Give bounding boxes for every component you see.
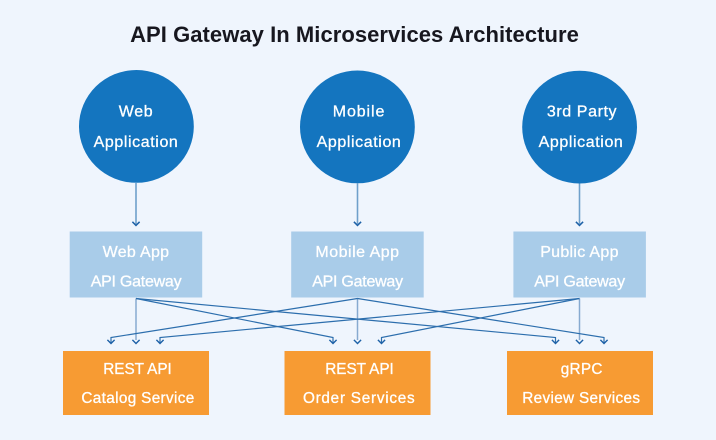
svg-text:Review Services: Review Services: [522, 390, 640, 407]
svg-text:Public App: Public App: [540, 244, 619, 261]
svg-text:Web App: Web App: [103, 244, 170, 261]
svg-text:Catalog Service: Catalog Service: [81, 390, 194, 407]
svg-text:Application: Application: [539, 134, 624, 151]
svg-text:3rd Party: 3rd Party: [547, 104, 617, 121]
svg-text:Mobile App: Mobile App: [315, 244, 399, 261]
svg-text:API Gateway: API Gateway: [91, 273, 182, 290]
svg-text:Web: Web: [119, 104, 153, 121]
svg-text:gRPC: gRPC: [561, 361, 603, 378]
svg-text:Application: Application: [317, 134, 402, 151]
svg-text:API Gateway: API Gateway: [534, 273, 625, 290]
svg-text:Order Services: Order Services: [303, 390, 416, 407]
svg-text:API Gateway: API Gateway: [312, 273, 403, 290]
svg-text:Application: Application: [94, 134, 179, 151]
svg-text:REST API: REST API: [325, 361, 394, 378]
svg-text:REST API: REST API: [103, 361, 172, 378]
svg-text:Mobile: Mobile: [333, 104, 386, 121]
svg-text:API Gateway In Microservices A: API Gateway In Microservices Architectur…: [130, 22, 579, 47]
